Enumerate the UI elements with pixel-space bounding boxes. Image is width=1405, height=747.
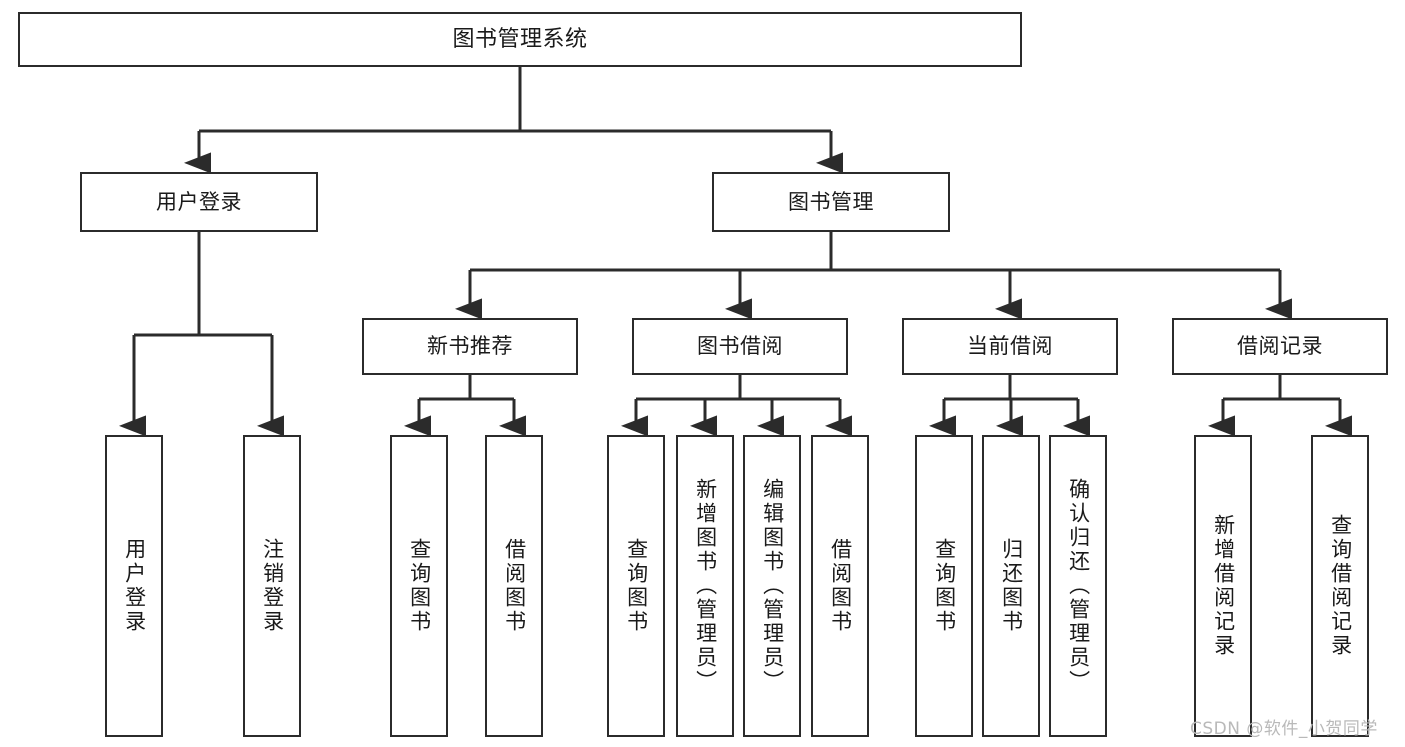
leaf-user-login-signin[interactable]: 用户登录	[105, 435, 163, 737]
node-label: 归还图书	[999, 538, 1024, 634]
node-label: 图书借阅	[697, 334, 783, 359]
node-user-login[interactable]: 用户登录	[80, 172, 318, 232]
leaf-borrow-edit-book-admin[interactable]: 编辑图书（管理员）	[743, 435, 801, 737]
leaf-new-book-query[interactable]: 查询图书	[390, 435, 448, 737]
leaf-new-book-borrow[interactable]: 借阅图书	[485, 435, 543, 737]
node-book-borrow[interactable]: 图书借阅	[632, 318, 848, 375]
leaf-current-confirm-return-admin[interactable]: 确认归还（管理员）	[1049, 435, 1107, 737]
node-label: 新书推荐	[427, 334, 513, 359]
node-label: 图书管理	[788, 189, 874, 214]
node-label: 新增图书（管理员）	[693, 478, 718, 694]
node-label: 借阅图书	[502, 538, 527, 634]
leaf-user-login-signout[interactable]: 注销登录	[243, 435, 301, 737]
node-label: 查询图书	[624, 538, 649, 634]
node-label: 编辑图书（管理员）	[760, 478, 785, 694]
node-current-borrow[interactable]: 当前借阅	[902, 318, 1118, 375]
leaf-borrow-borrow-book[interactable]: 借阅图书	[811, 435, 869, 737]
leaf-current-return-book[interactable]: 归还图书	[982, 435, 1040, 737]
leaf-current-query-book[interactable]: 查询图书	[915, 435, 973, 737]
leaf-record-add[interactable]: 新增借阅记录	[1194, 435, 1252, 737]
node-borrow-record[interactable]: 借阅记录	[1172, 318, 1388, 375]
node-label: 查询图书	[407, 538, 432, 634]
leaf-record-query[interactable]: 查询借阅记录	[1311, 435, 1369, 737]
node-label: 图书管理系统	[452, 26, 588, 52]
node-label: 注销登录	[260, 538, 285, 634]
node-label: 借阅图书	[828, 538, 853, 634]
node-book-management-system[interactable]: 图书管理系统	[18, 12, 1022, 67]
node-label: 用户登录	[156, 189, 242, 214]
node-label: 用户登录	[122, 538, 147, 634]
csdn-watermark: CSDN @软件_小贺同学	[1190, 719, 1378, 739]
leaf-borrow-add-book-admin[interactable]: 新增图书（管理员）	[676, 435, 734, 737]
node-new-book-recommend[interactable]: 新书推荐	[362, 318, 578, 375]
node-label: 查询图书	[932, 538, 957, 634]
node-label: 新增借阅记录	[1211, 514, 1236, 658]
leaf-borrow-query-book[interactable]: 查询图书	[607, 435, 665, 737]
node-book-management[interactable]: 图书管理	[712, 172, 950, 232]
node-label: 确认归还（管理员）	[1066, 478, 1091, 694]
node-label: 查询借阅记录	[1328, 514, 1353, 658]
node-label: 当前借阅	[967, 334, 1053, 359]
node-label: 借阅记录	[1237, 334, 1323, 359]
